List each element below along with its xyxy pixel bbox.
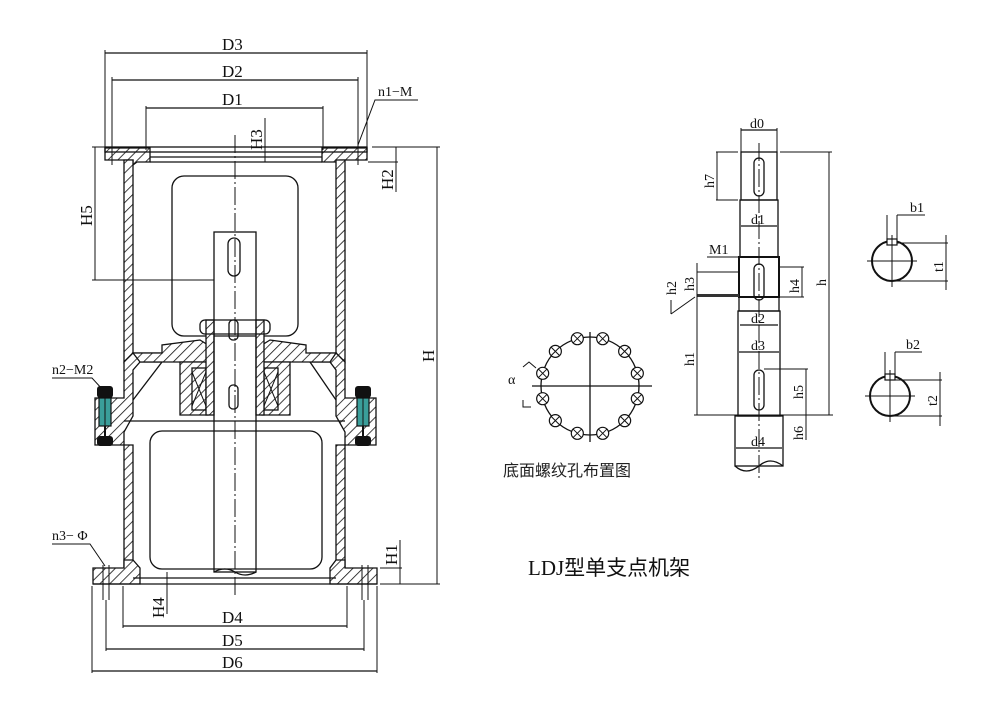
dim-label-h5: H5 xyxy=(77,205,96,226)
bolt-circle-view: α 底面螺纹孔布置图 xyxy=(503,332,652,480)
dim-label-d4-shaft: d4 xyxy=(751,435,765,450)
dim-label-h1-shaft: h1 xyxy=(683,352,698,366)
mid-bolt-left xyxy=(97,386,113,446)
dim-label-d6: D6 xyxy=(222,653,243,672)
dim-label-d2: D2 xyxy=(222,62,243,81)
dim-label-d4: D4 xyxy=(222,608,243,627)
bolt-hole xyxy=(630,392,644,406)
dim-label-d2-shaft: d2 xyxy=(751,312,765,327)
drawing-title: LDJ型单支点机架 xyxy=(528,556,690,580)
dim-label-d5: D5 xyxy=(222,631,243,650)
bolt-hole xyxy=(596,426,610,440)
bolt-hole xyxy=(618,414,632,428)
dim-label-h2-shaft: h2 xyxy=(665,281,680,295)
bearing-housing xyxy=(131,319,338,416)
callout-mid-bolts: n2−M2 xyxy=(52,363,93,378)
dim-label-d1: D1 xyxy=(222,90,243,109)
top-flange xyxy=(104,146,368,167)
keyway-label-t2: t2 xyxy=(926,395,941,406)
bolt-hole xyxy=(548,344,562,358)
shaft-view: d0 d1 d2 d3 d4 M1 h7 h h3 h2 h4 h1 h5 h6 xyxy=(665,117,833,480)
mid-bolt-right xyxy=(355,386,371,446)
bolt-hole xyxy=(596,332,610,346)
dim-label-h5-shaft: h5 xyxy=(792,385,807,399)
keyway-label-b1: b1 xyxy=(910,201,924,216)
bolt-hole xyxy=(570,426,584,440)
bolt-hole xyxy=(548,414,562,428)
dim-label-h6-shaft: h6 xyxy=(792,426,807,440)
dim-label-d3-shaft: d3 xyxy=(751,339,765,354)
callout-top-bolts: n1−M xyxy=(378,85,413,100)
keyway-label-b2: b2 xyxy=(906,338,920,353)
dim-label-h3-shaft: h3 xyxy=(683,277,698,291)
dim-label-h4-shaft: h4 xyxy=(788,279,803,293)
lower-window xyxy=(149,430,323,570)
callout-base-holes: n3− Φ xyxy=(52,529,88,544)
thread-label-m1: M1 xyxy=(709,243,728,258)
dim-label-h: H xyxy=(419,350,438,362)
bolt-hole xyxy=(570,332,584,346)
bolt-hole xyxy=(618,344,632,358)
bolt-hole xyxy=(536,366,550,380)
bolt-hole xyxy=(630,366,644,380)
dimension-lines xyxy=(52,50,440,673)
dim-label-d0: d0 xyxy=(750,117,764,132)
dim-label-h7-shaft: h7 xyxy=(703,174,718,188)
dim-label-h-shaft: h xyxy=(815,279,830,286)
bolt-layout-caption: 底面螺纹孔布置图 xyxy=(503,461,631,480)
keyway-section-2: b2 t2 xyxy=(865,338,942,426)
bolt-hole xyxy=(536,392,550,406)
dim-label-h4: H4 xyxy=(149,597,168,618)
dim-label-h1: H1 xyxy=(382,544,401,565)
dim-label-h2: H2 xyxy=(378,169,397,190)
dim-label-h3: H3 xyxy=(247,129,266,150)
keyway-label-t1: t1 xyxy=(932,261,947,272)
angle-label-alpha: α xyxy=(508,373,516,388)
dim-label-d3: D3 xyxy=(222,35,243,54)
main-frame-view: D3 D2 D1 D4 D5 D6 H3 H2 H H1 H5 H4 n1−M … xyxy=(52,35,440,673)
keyway-section-1: b1 t1 xyxy=(867,201,948,290)
dim-label-d1-shaft: d1 xyxy=(751,213,765,228)
